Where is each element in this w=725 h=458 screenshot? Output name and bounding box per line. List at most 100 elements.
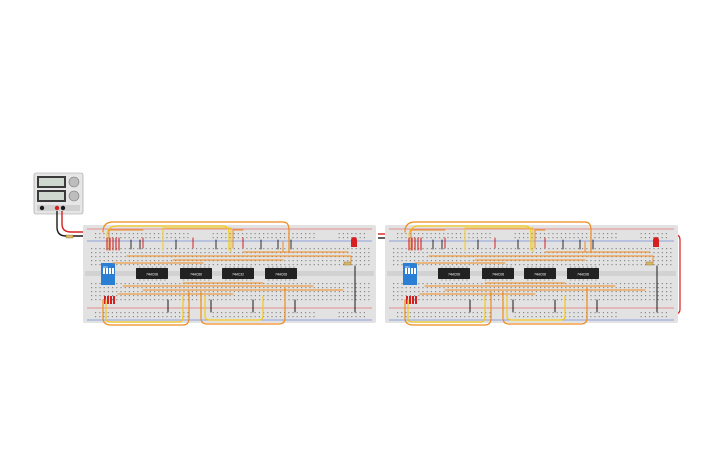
hole[interactable] [603, 260, 605, 262]
rail-hole[interactable] [212, 312, 214, 314]
hole[interactable] [158, 291, 160, 293]
hole[interactable] [418, 291, 420, 293]
hole[interactable] [292, 260, 294, 262]
hole[interactable] [447, 264, 449, 266]
hole[interactable] [607, 283, 609, 285]
hole[interactable] [229, 264, 231, 266]
hole[interactable] [141, 283, 143, 285]
hole[interactable] [430, 299, 432, 301]
hole[interactable] [514, 256, 516, 258]
hole[interactable] [99, 299, 101, 301]
hole[interactable] [401, 291, 403, 293]
hole[interactable] [540, 295, 542, 297]
hole[interactable] [636, 264, 638, 266]
hole[interactable] [301, 283, 303, 285]
rail-hole[interactable] [275, 233, 277, 235]
hole[interactable] [275, 287, 277, 289]
hole[interactable] [296, 260, 298, 262]
hole[interactable] [661, 299, 663, 301]
hole[interactable] [485, 260, 487, 262]
hole[interactable] [317, 299, 319, 301]
hole[interactable] [275, 299, 277, 301]
hole[interactable] [212, 299, 214, 301]
hole[interactable] [301, 256, 303, 258]
hole[interactable] [645, 299, 647, 301]
hole[interactable] [414, 260, 416, 262]
rail-hole[interactable] [279, 316, 281, 318]
hole[interactable] [548, 248, 550, 250]
hole[interactable] [456, 260, 458, 262]
hole[interactable] [179, 260, 181, 262]
hole[interactable] [636, 260, 638, 262]
hole[interactable] [666, 299, 668, 301]
hole[interactable] [481, 283, 483, 285]
hole[interactable] [624, 248, 626, 250]
hole[interactable] [271, 248, 273, 250]
hole[interactable] [586, 252, 588, 254]
hole[interactable] [187, 287, 189, 289]
hole[interactable] [439, 248, 441, 250]
rail-hole[interactable] [279, 233, 281, 235]
hole[interactable] [472, 291, 474, 293]
hole[interactable] [162, 264, 164, 266]
hole[interactable] [393, 256, 395, 258]
hole[interactable] [292, 299, 294, 301]
hole[interactable] [338, 287, 340, 289]
hole[interactable] [141, 287, 143, 289]
rail-hole[interactable] [271, 237, 273, 239]
rail-hole[interactable] [544, 312, 546, 314]
hole[interactable] [657, 287, 659, 289]
hole[interactable] [170, 248, 172, 250]
hole[interactable] [154, 248, 156, 250]
hole[interactable] [301, 264, 303, 266]
hole[interactable] [238, 252, 240, 254]
hole[interactable] [565, 291, 567, 293]
rail-hole[interactable] [359, 237, 361, 239]
hole[interactable] [338, 252, 340, 254]
hole[interactable] [632, 252, 634, 254]
rail-hole[interactable] [246, 312, 248, 314]
rail-hole[interactable] [300, 233, 302, 235]
hole[interactable] [489, 264, 491, 266]
hole[interactable] [573, 295, 575, 297]
hole[interactable] [561, 295, 563, 297]
hole[interactable] [649, 295, 651, 297]
rail-hole[interactable] [531, 316, 533, 318]
hole[interactable] [598, 295, 600, 297]
rail-hole[interactable] [602, 233, 604, 235]
hole[interactable] [120, 287, 122, 289]
rail-hole[interactable] [221, 312, 223, 314]
hole[interactable] [229, 283, 231, 285]
hole[interactable] [91, 283, 93, 285]
hole[interactable] [208, 287, 210, 289]
hole[interactable] [187, 291, 189, 293]
hole[interactable] [519, 248, 521, 250]
rail-hole[interactable] [644, 237, 646, 239]
ic-chip[interactable] [136, 268, 168, 279]
hole[interactable] [250, 260, 252, 262]
hole[interactable] [128, 252, 130, 254]
hole[interactable] [523, 295, 525, 297]
hole[interactable] [95, 248, 97, 250]
hole[interactable] [229, 252, 231, 254]
hole[interactable] [590, 287, 592, 289]
hole[interactable] [292, 252, 294, 254]
hole[interactable] [162, 252, 164, 254]
hole[interactable] [145, 260, 147, 262]
rail-hole[interactable] [552, 316, 554, 318]
hole[interactable] [145, 299, 147, 301]
rail-hole[interactable] [472, 233, 474, 235]
hole[interactable] [221, 264, 223, 266]
hole[interactable] [590, 260, 592, 262]
hole[interactable] [187, 299, 189, 301]
jumper-wire[interactable] [102, 221, 290, 253]
hole[interactable] [426, 287, 428, 289]
rail-hole[interactable] [476, 233, 478, 235]
rail-hole[interactable] [565, 233, 567, 235]
hole[interactable] [212, 252, 214, 254]
hole[interactable] [259, 295, 261, 297]
rail-hole[interactable] [514, 312, 516, 314]
hole[interactable] [317, 264, 319, 266]
rail-hole[interactable] [258, 233, 260, 235]
hole[interactable] [393, 287, 395, 289]
